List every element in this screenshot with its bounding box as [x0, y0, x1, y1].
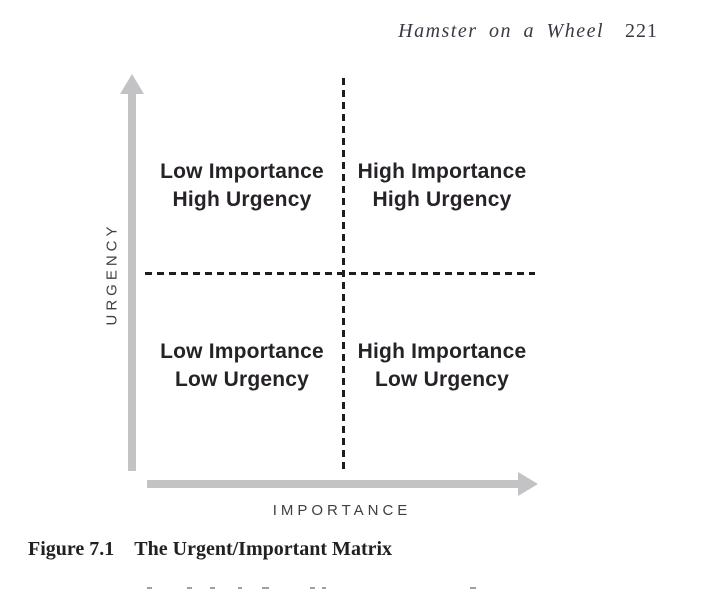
y-axis-line — [128, 92, 136, 471]
running-head-title: Hamster on a Wheel — [398, 20, 604, 42]
y-axis-arrow-icon — [120, 74, 144, 94]
figure-caption-label: Figure 7.1 — [28, 538, 115, 560]
quadrant-bottom-left: Low Importance Low Urgency — [150, 338, 334, 394]
quadrant-label-line: High Importance — [357, 340, 527, 363]
quadrant-bottom-right: High Importance Low Urgency — [350, 338, 534, 394]
quadrant-label-line: Low Urgency — [174, 368, 310, 391]
figure-caption-title: The Urgent/Important Matrix — [134, 538, 393, 560]
quadrant-label-line: High Urgency — [372, 188, 512, 211]
clipped-text-line — [0, 587, 710, 594]
quadrant-label-line: Low Importance — [160, 340, 324, 363]
quadrant-label-line: High Importance — [357, 160, 527, 183]
quadrant-label-line: Low Importance — [160, 160, 324, 183]
vertical-dashed-divider — [342, 78, 345, 472]
quadrant-top-left: Low Importance High Urgency — [150, 158, 334, 214]
x-axis-arrow-icon — [518, 472, 538, 496]
figure-caption: Figure 7.1 The Urgent/Important Matrix — [28, 538, 392, 561]
quadrant-label-line: High Urgency — [172, 188, 312, 211]
page-number: 221 — [625, 20, 658, 42]
quadrant-label-line: Low Urgency — [374, 368, 510, 391]
horizontal-dashed-divider — [145, 272, 535, 275]
quadrant-top-right: High Importance High Urgency — [350, 158, 534, 214]
y-axis-title: URGENCY — [103, 222, 121, 326]
x-axis-line — [147, 480, 519, 488]
x-axis-title: IMPORTANCE — [272, 502, 412, 519]
running-head: Hamster on a Wheel 221 — [398, 20, 658, 43]
